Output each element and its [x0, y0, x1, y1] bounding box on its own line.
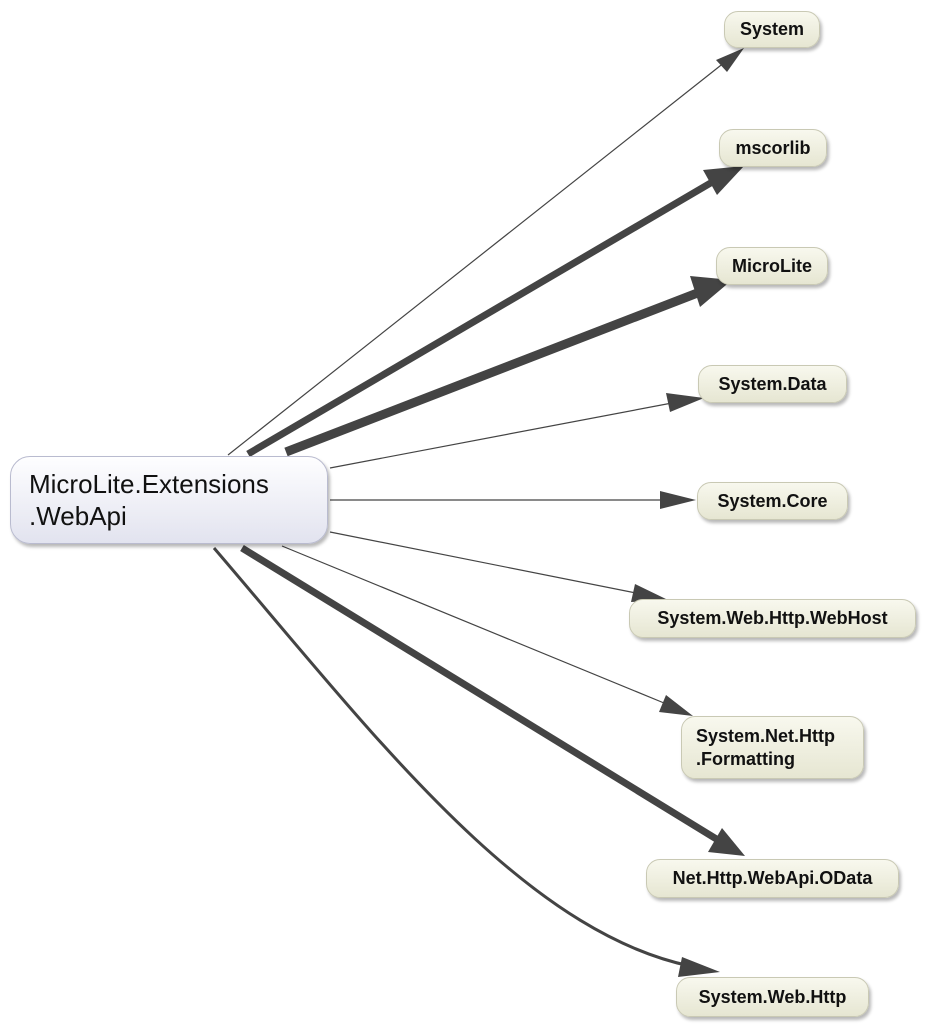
node-system-data[interactable]: System.Data — [698, 365, 847, 403]
node-mscorlib[interactable]: mscorlib — [719, 129, 827, 167]
edge-to-odata — [240, 545, 720, 843]
edge-to-system-web-http — [212, 547, 691, 968]
arrowhead-system-data — [666, 393, 704, 412]
node-net-http-webapi-odata[interactable]: Net.Http.WebApi.OData — [646, 859, 899, 898]
node-microlite[interactable]: MicroLite — [716, 247, 828, 285]
node-system-core[interactable]: System.Core — [697, 482, 848, 520]
root-node-microlite-extensions-webapi[interactable]: MicroLite.Extensions .WebApi — [10, 456, 328, 544]
edge-to-system-data — [329, 402, 673, 469]
edge-to-system — [227, 61, 726, 456]
edge-to-microlite — [284, 287, 702, 457]
node-system[interactable]: System — [724, 11, 820, 48]
node-system-web-http-webhost[interactable]: System.Web.Http.WebHost — [629, 599, 916, 638]
node-system-web-http[interactable]: System.Web.Http — [676, 977, 869, 1017]
arrowhead-system-web-http — [678, 957, 720, 977]
node-system-net-http-formatting[interactable]: System.Net.Http .Formatting — [681, 716, 864, 779]
arrowhead-net-http-formatting — [659, 695, 693, 716]
arrowhead-microlite — [690, 276, 732, 307]
arrowhead-mscorlib — [703, 166, 744, 195]
arrowhead-system-core — [660, 491, 696, 509]
arrowhead-odata — [708, 828, 745, 856]
edge-to-net-http-formatting — [281, 545, 665, 704]
arrowhead-webhost — [631, 584, 668, 602]
edge-to-webhost — [329, 531, 637, 594]
edge-to-mscorlib — [246, 177, 716, 458]
arrowhead-system — [716, 48, 744, 72]
